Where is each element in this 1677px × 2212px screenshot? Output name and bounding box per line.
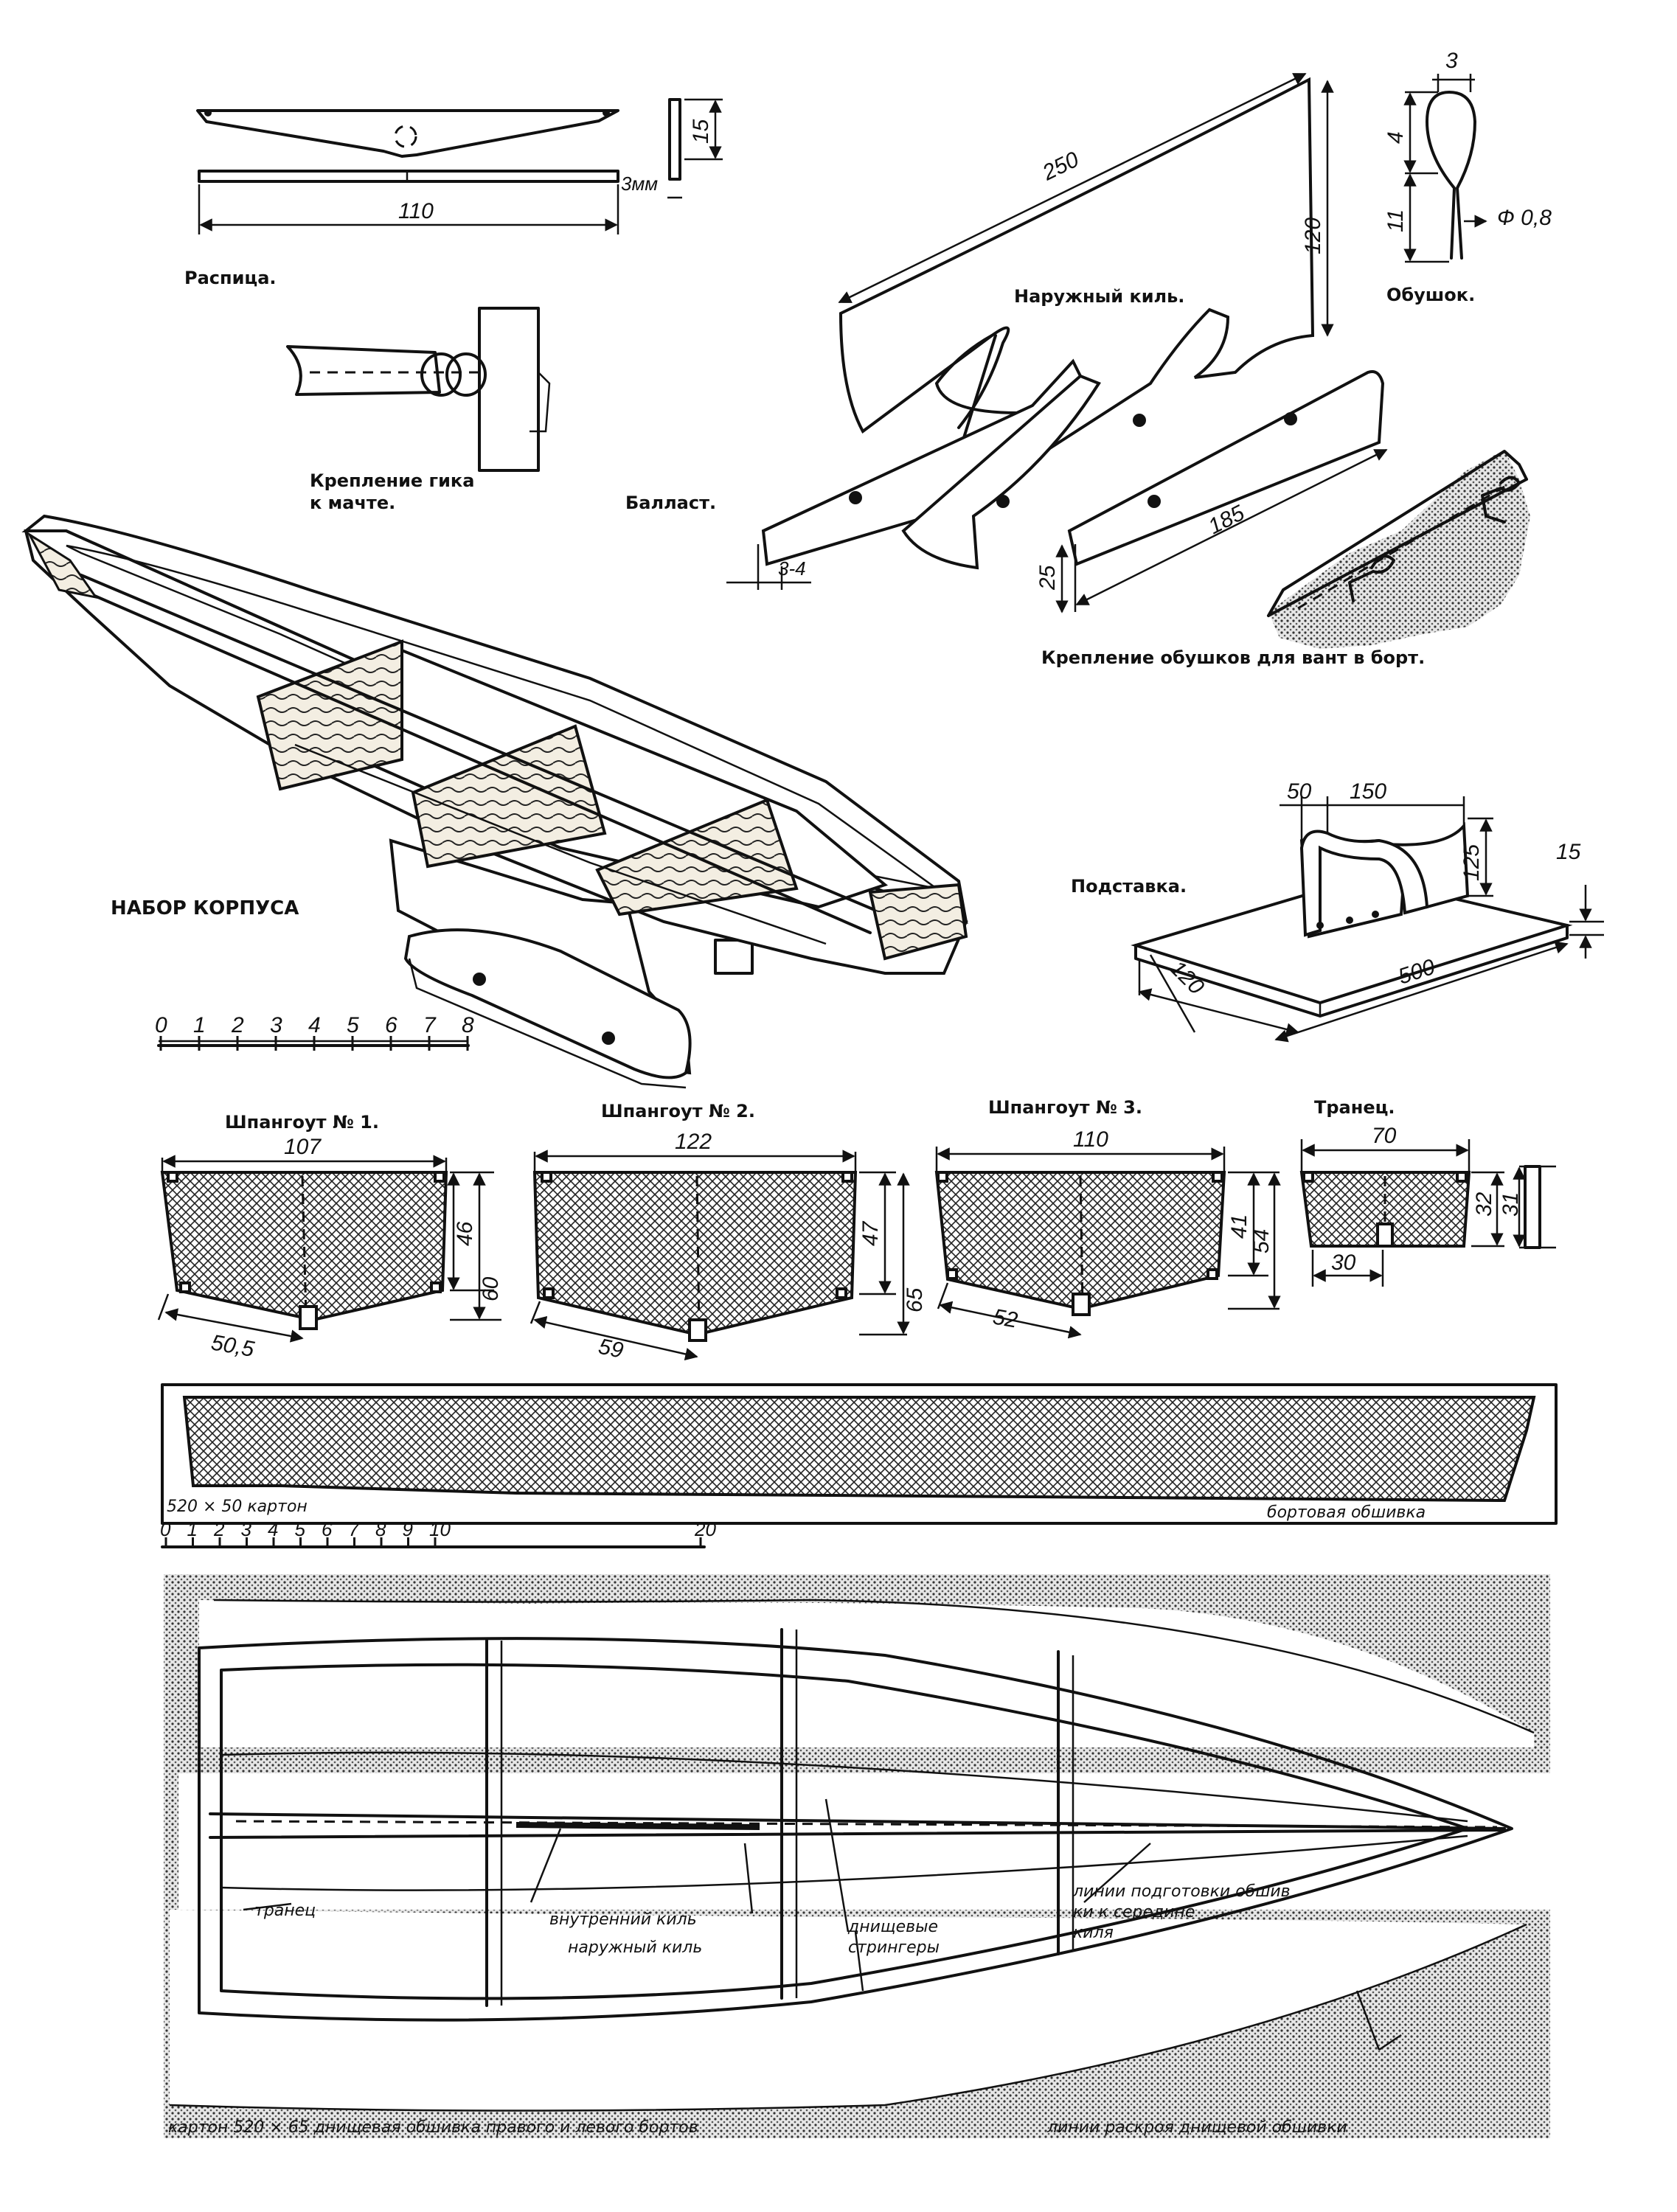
stand-dim-b: 150 bbox=[1350, 779, 1386, 804]
outer-keel-caption: Наружный киль. bbox=[1014, 286, 1184, 307]
scale1-label: 3 bbox=[270, 1013, 282, 1037]
scale2-label: 4 bbox=[268, 1518, 278, 1540]
outer-keel-drawing: 250 120 3-4 25 185 Наружный киль. bbox=[726, 72, 1388, 613]
frame-1-drawing: 107 46 60 50,5 Шпангоут № 1. bbox=[157, 1112, 503, 1362]
frame-3-drawing: 110 41 54 52 Шпангоут № 3. bbox=[934, 1097, 1281, 1339]
transom-height: 32 bbox=[1472, 1192, 1496, 1217]
prep-lines-label-1: линии подготовки обшив bbox=[1072, 1882, 1291, 1901]
frame2-caption: Шпангоут № 2. bbox=[601, 1101, 755, 1121]
scale2-label: 1 bbox=[187, 1518, 198, 1540]
frame2-width: 122 bbox=[675, 1130, 712, 1154]
scale2-label: 6 bbox=[322, 1518, 333, 1540]
frame3-width: 110 bbox=[1073, 1127, 1108, 1152]
eyebolt-wire-dim: Ф 0,8 bbox=[1497, 206, 1552, 230]
scale2-label: 0 bbox=[160, 1518, 171, 1540]
scale2-label: 20 bbox=[694, 1518, 716, 1540]
boom-attach-caption-2: к мачте. bbox=[310, 493, 395, 513]
keel-length-dim: 250 bbox=[1038, 147, 1083, 186]
hull-frame-drawing: НАБОР КОРПУСА bbox=[21, 514, 968, 1089]
spreader-length-dim: 110 bbox=[398, 199, 434, 223]
frame3-side: 41 bbox=[1227, 1214, 1251, 1239]
ballast-height-dim: 25 bbox=[1035, 565, 1060, 591]
scale1-label: 4 bbox=[308, 1013, 321, 1037]
spreader-drawing: 110 15 3мм Распица. bbox=[184, 98, 723, 288]
scale1-label: 8 bbox=[462, 1013, 474, 1037]
transom-plan-label: транец bbox=[254, 1902, 316, 1920]
scale1-label: 5 bbox=[347, 1013, 359, 1037]
side-material-label: 520 × 50 картон bbox=[167, 1498, 308, 1516]
spreader-thickness-dim: 3мм bbox=[621, 173, 658, 195]
stringers-label-2: стрингеры bbox=[848, 1938, 940, 1957]
inner-keel-label: внутренний киль bbox=[549, 1910, 697, 1929]
stand-dim-c: 125 bbox=[1459, 844, 1484, 881]
boom-attachment-drawing: Крепление гика к мачте. Балласт. bbox=[286, 307, 716, 513]
transom-drawing: 70 30 32 31 Транец. bbox=[1299, 1097, 1556, 1287]
stand-dim-d: 15 bbox=[1556, 840, 1581, 864]
scale2-label: 5 bbox=[295, 1518, 306, 1540]
spreader-caption: Распица. bbox=[184, 268, 277, 288]
stand-caption: Подставка. bbox=[1071, 876, 1187, 897]
scale-bar-1: 0 1 2 3 4 5 6 7 8 bbox=[155, 1013, 474, 1051]
eyebolt-caption: Обушок. bbox=[1386, 285, 1475, 305]
stand-dim-a: 50 bbox=[1287, 779, 1312, 804]
outer-keel-label: наружный киль bbox=[568, 1938, 702, 1957]
scale2-label: 10 bbox=[429, 1518, 451, 1540]
boom-attach-caption-1: Крепление гика bbox=[310, 470, 474, 491]
scale2-label: 8 bbox=[375, 1518, 386, 1540]
side-plating-label: бортовая обшивка bbox=[1267, 1503, 1426, 1522]
scale2-label: 3 bbox=[241, 1518, 252, 1540]
transom-bottom: 30 bbox=[1331, 1251, 1356, 1275]
eyebolt-attach-caption: Крепление обушков для вант в борт. bbox=[1041, 647, 1425, 668]
transom-side: 31 bbox=[1499, 1192, 1523, 1217]
scale1-label: 7 bbox=[423, 1013, 437, 1037]
frame1-caption: Шпангоут № 1. bbox=[225, 1112, 379, 1133]
frame1-bottom: 50,5 bbox=[209, 1330, 257, 1362]
frame1-height: 60 bbox=[479, 1276, 503, 1301]
eyebolt-drawing: 3 4 11 Ф 0,8 Обушок. bbox=[1383, 49, 1552, 305]
frame2-side: 47 bbox=[858, 1220, 883, 1246]
eyebolt-attachment-drawing: Крепление обушков для вант в борт. bbox=[1041, 450, 1530, 668]
scale2-label: 7 bbox=[349, 1518, 361, 1540]
hull-frame-caption: НАБОР КОРПУСА bbox=[111, 897, 299, 919]
scale1-label: 2 bbox=[231, 1013, 244, 1037]
prep-lines-label-2: ки к середине bbox=[1073, 1903, 1195, 1921]
keel-thickness-dim: 3-4 bbox=[778, 557, 806, 580]
scale1-label: 1 bbox=[193, 1013, 206, 1037]
frame2-height: 65 bbox=[903, 1287, 927, 1312]
frame3-bottom: 52 bbox=[991, 1304, 1020, 1332]
side-plating-drawing: 520 × 50 картон бортовая обшивка bbox=[161, 1383, 1558, 1525]
cut-lines-label: линии раскроя днищевой обшивки bbox=[1046, 2118, 1347, 2137]
scale2-label: 2 bbox=[213, 1518, 225, 1540]
scale1-label: 6 bbox=[385, 1013, 397, 1037]
eyebolt-top-dim: 4 bbox=[1383, 131, 1408, 144]
spreader-height-dim: 15 bbox=[689, 119, 713, 144]
ballast-caption: Балласт. bbox=[625, 493, 716, 513]
bottom-material-label: картон 520 × 65 днищевая обшивка правого… bbox=[168, 2118, 698, 2137]
keel-height-dim: 120 bbox=[1301, 218, 1325, 254]
scale2-label: 9 bbox=[403, 1518, 413, 1540]
bottom-plating-drawing: транец внутренний киль наружный киль дни… bbox=[164, 1574, 1550, 2138]
scale1-label: 0 bbox=[155, 1013, 167, 1037]
transom-width: 70 bbox=[1372, 1124, 1397, 1148]
frame1-side: 46 bbox=[453, 1221, 477, 1246]
frame1-width: 107 bbox=[284, 1135, 322, 1159]
prep-lines-label-3: киля bbox=[1073, 1924, 1114, 1942]
eyebolt-width-dim: 3 bbox=[1445, 49, 1458, 73]
eyebolt-bottom-dim: 11 bbox=[1383, 209, 1408, 232]
frame3-caption: Шпангоут № 3. bbox=[988, 1097, 1142, 1118]
stand-drawing: 50 150 125 15 120 500 Подставка. bbox=[1071, 779, 1604, 1043]
frame3-height: 54 bbox=[1249, 1229, 1274, 1253]
transom-caption: Транец. bbox=[1314, 1097, 1395, 1118]
frame2-bottom: 59 bbox=[597, 1335, 626, 1363]
stringers-label-1: днищевые bbox=[847, 1918, 938, 1936]
frame-2-drawing: 122 47 65 59 Шпангоут № 2. bbox=[530, 1101, 927, 1363]
